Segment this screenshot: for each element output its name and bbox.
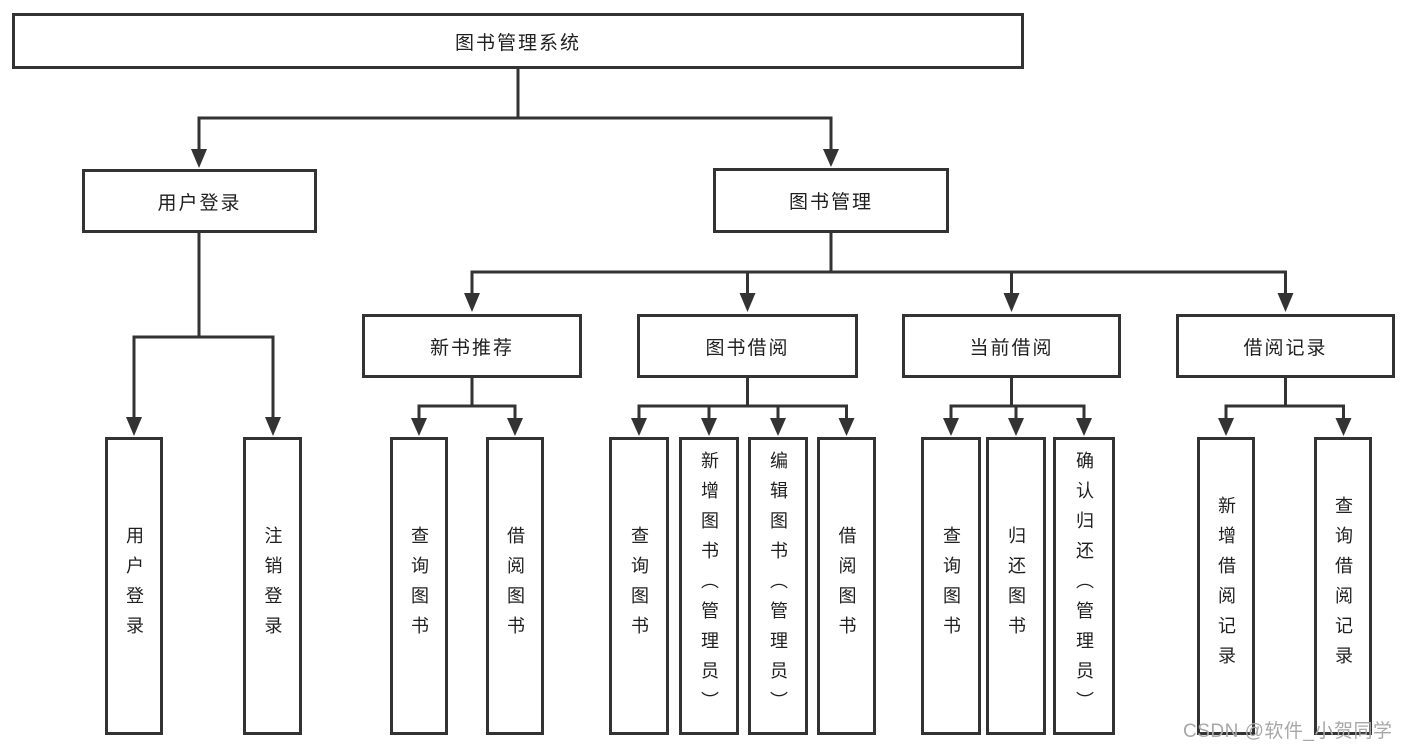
branch-book-management: 图书管理 xyxy=(713,168,949,233)
group-current-borrow: 当前借阅 xyxy=(902,314,1121,378)
root-node: 图书管理系统 xyxy=(12,13,1024,69)
leaf-return-books: 归还图书 xyxy=(986,437,1046,735)
group-borrow-record-label: 借阅记录 xyxy=(1243,337,1328,359)
leaf-add-books-admin-label: 新增图书（管理员） xyxy=(699,451,719,721)
leaf-logout-label: 注销登录 xyxy=(262,526,283,646)
connector-book-borrow-group xyxy=(631,378,855,436)
group-current-borrow-label: 当前借阅 xyxy=(969,337,1054,359)
leaf-return-books-label: 归还图书 xyxy=(1006,526,1026,646)
connector-user-login-branch xyxy=(126,233,281,436)
leaf-logout: 注销登录 xyxy=(243,437,302,735)
leaf-borrow-books-recommend: 借阅图书 xyxy=(486,437,544,735)
leaf-add-books-admin: 新增图书（管理员） xyxy=(679,437,739,735)
group-new-book-recommend: 新书推荐 xyxy=(362,314,582,378)
group-new-book-recommend-label: 新书推荐 xyxy=(429,337,514,359)
leaf-query-books-borrow: 查询图书 xyxy=(609,437,669,735)
leaf-edit-books-admin-label: 编辑图书（管理员） xyxy=(768,451,788,721)
leaf-user-login-label: 用户登录 xyxy=(124,526,144,646)
leaf-query-borrow-record-label: 查询借阅记录 xyxy=(1333,496,1353,676)
group-book-borrow-label: 图书借阅 xyxy=(705,337,790,359)
root-node-label: 图书管理系统 xyxy=(454,32,581,54)
leaf-user-login: 用户登录 xyxy=(105,437,163,735)
connector-book-management-to-level3 xyxy=(464,233,1294,312)
leaf-add-borrow-record: 新增借阅记录 xyxy=(1197,437,1255,735)
leaf-edit-books-admin: 编辑图书（管理员） xyxy=(748,437,808,735)
leaf-borrow-books-label: 借阅图书 xyxy=(836,526,857,646)
leaf-borrow-books-recommend-label: 借阅图书 xyxy=(505,526,525,646)
leaf-confirm-return-admin: 确认归还（管理员） xyxy=(1053,437,1115,735)
branch-user-login: 用户登录 xyxy=(82,169,317,233)
leaf-query-books-current-label: 查询图书 xyxy=(941,526,961,646)
group-book-borrow: 图书借阅 xyxy=(637,314,858,378)
connector-borrow-record-group xyxy=(1218,378,1352,436)
leaf-confirm-return-admin-label: 确认归还（管理员） xyxy=(1074,451,1094,721)
leaf-borrow-books: 借阅图书 xyxy=(817,437,876,735)
connector-root-to-level2 xyxy=(191,69,839,168)
branch-book-management-label: 图书管理 xyxy=(788,192,873,213)
connector-current-borrow-group xyxy=(943,378,1092,436)
leaf-add-borrow-record-label: 新增借阅记录 xyxy=(1216,496,1236,676)
leaf-query-books-recommend: 查询图书 xyxy=(390,437,448,735)
leaf-query-books-current: 查询图书 xyxy=(921,437,981,735)
leaf-query-books-recommend-label: 查询图书 xyxy=(409,526,429,646)
group-borrow-record: 借阅记录 xyxy=(1176,314,1395,378)
leaf-query-borrow-record: 查询借阅记录 xyxy=(1314,437,1372,735)
branch-user-login-label: 用户登录 xyxy=(157,192,242,214)
leaf-query-books-borrow-label: 查询图书 xyxy=(629,526,649,646)
connector-new-book-recommend-group xyxy=(411,378,523,436)
watermark: CSDN @软件_小贺同学 xyxy=(1183,721,1393,742)
